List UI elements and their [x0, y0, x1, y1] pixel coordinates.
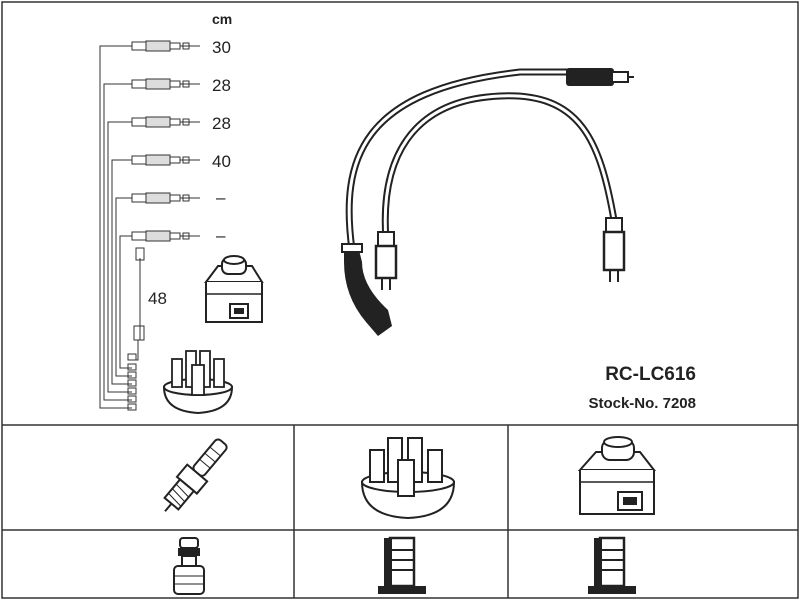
- distributor-cap-large-icon: [360, 437, 456, 520]
- coil-lead: 48: [133, 247, 167, 341]
- cable-length-2: 28: [212, 76, 231, 95]
- cable-row-2: 28: [131, 76, 231, 95]
- cable-row-1: 30: [131, 38, 231, 57]
- cable-length-6: –: [216, 226, 226, 245]
- cable-length-schematic: 30 28 28 40: [99, 38, 231, 411]
- cable-row-4: 40: [131, 152, 231, 171]
- cable-length-5: –: [216, 188, 226, 207]
- distributor-cap-icon: [162, 350, 234, 415]
- cable-length-1: 30: [212, 38, 231, 57]
- cable-row-3: 28: [131, 114, 231, 133]
- ignition-coil-large-icon: [577, 436, 657, 515]
- coil-terminal-connector-icon: [588, 536, 636, 594]
- cable-length-3: 28: [212, 114, 231, 133]
- compatibility-table: [2, 424, 798, 598]
- cap-terminal-connector-icon: [378, 536, 426, 594]
- ignition-cables-drawing: [341, 68, 634, 336]
- spark-plug-icon: [163, 438, 228, 512]
- product-model: RC-LC616: [605, 364, 696, 385]
- cable-row-6: –: [131, 226, 226, 245]
- cable-length-4: 40: [212, 152, 231, 171]
- coil-lead-length: 48: [148, 289, 167, 308]
- cable-row-5: –: [131, 188, 226, 207]
- stock-number: Stock-No. 7208: [588, 395, 696, 412]
- plug-boot-connector-icon: [173, 537, 205, 595]
- unit-label: cm: [212, 11, 232, 27]
- ignition-coil-icon: [204, 255, 264, 323]
